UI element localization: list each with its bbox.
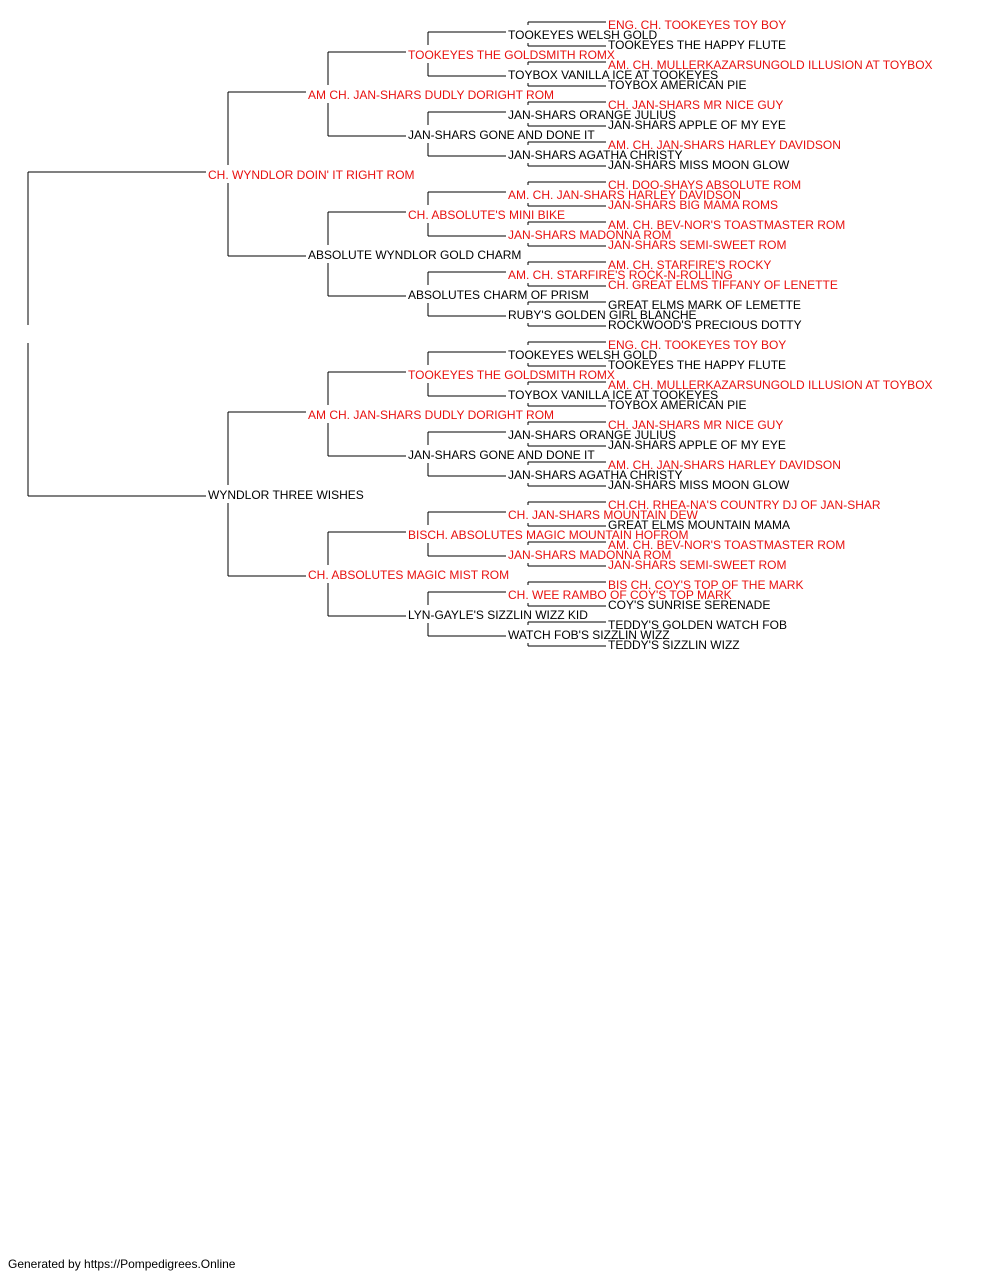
dam-gen5-name: JAN-SHARS APPLE OF MY EYE [608, 118, 786, 132]
dam-gen5-name: ROCKWOOD'S PRECIOUS DOTTY [608, 318, 802, 332]
dam-gen5-name: TEDDY'S SIZZLIN WIZZ [608, 638, 740, 652]
sire-gen5-name: ENG. CH. TOOKEYES TOY BOY [608, 18, 787, 32]
sire-gen3-name: TOOKEYES THE GOLDSMITH ROMX [408, 368, 615, 382]
dam-gen5-name: JAN-SHARS SEMI-SWEET ROM [608, 558, 787, 572]
dam-gen4-name: JAN-SHARS AGATHA CHRISTY [508, 148, 683, 162]
dam-gen4-name: WATCH FOB'S SIZZLIN WIZZ [508, 628, 670, 642]
dam-gen5-name: TOOKEYES THE HAPPY FLUTE [608, 38, 787, 52]
dam-gen2-name: CH. ABSOLUTES MAGIC MIST ROM [308, 568, 510, 582]
dam-gen5-name: COY'S SUNRISE SERENADE [608, 598, 771, 612]
dam-gen2-name: ABSOLUTE WYNDLOR GOLD CHARM [308, 248, 522, 262]
dam-gen5-name: TOYBOX AMERICAN PIE [608, 78, 747, 92]
sire-gen5-name: CH. JAN-SHARS MR NICE GUY [608, 98, 784, 112]
dam-gen4-name: JAN-SHARS MADONNA ROM [508, 228, 672, 242]
dam-gen5-name: GREAT ELMS MOUNTAIN MAMA [608, 518, 791, 532]
sire-gen4-name: TOOKEYES WELSH GOLD [508, 348, 658, 362]
dam-gen4-name: TOYBOX VANILLA ICE AT TOOKEYES [508, 388, 719, 402]
sire-gen5-name: AM. CH. BEV-NOR'S TOASTMASTER ROM [608, 218, 846, 232]
dam-gen4-name: JAN-SHARS AGATHA CHRISTY [508, 468, 683, 482]
sire-gen5-name: CH. DOO-SHAYS ABSOLUTE ROM [608, 178, 802, 192]
sire-gen5-name: TEDDY'S GOLDEN WATCH FOB [608, 618, 787, 632]
dam-gen5-name: JAN-SHARS SEMI-SWEET ROM [608, 238, 787, 252]
sire-gen5-name: AM. CH. JAN-SHARS HARLEY DAVIDSON [608, 138, 841, 152]
dam-gen4-name: TOYBOX VANILLA ICE AT TOOKEYES [508, 68, 719, 82]
sire-gen4-name: CH. JAN-SHARS MOUNTAIN DEW [508, 508, 698, 522]
dam-gen4-name: JAN-SHARS MADONNA ROM [508, 548, 672, 562]
sire-gen5-name: AM. CH. JAN-SHARS HARLEY DAVIDSON [608, 458, 841, 472]
sire-gen4-name: JAN-SHARS ORANGE JULIUS [508, 108, 677, 122]
sire-gen5-name: CH.CH. RHEA-NA'S COUNTRY DJ OF JAN-SHAR [608, 498, 881, 512]
dam-gen3-name: LYN-GAYLE'S SIZZLIN WIZZ KID [408, 608, 588, 622]
sire-gen5-name: BIS CH. COY'S TOP OF THE MARK [608, 578, 804, 592]
dam-gen4-name: RUBY'S GOLDEN GIRL BLANCHE [508, 308, 697, 322]
sire-gen3-name: BISCH. ABSOLUTES MAGIC MOUNTAIN HOFROM [408, 528, 689, 542]
sire-gen5-name: AM. CH. MULLERKAZARSUNGOLD ILLUSION AT T… [608, 58, 933, 72]
sire-gen4-name: TOOKEYES WELSH GOLD [508, 28, 658, 42]
dam-gen3-name: ABSOLUTES CHARM OF PRISM [408, 288, 589, 302]
sire-gen4-name: CH. WEE RAMBO OF COY'S TOP MARK [508, 588, 732, 602]
sire-gen3-name: CH. ABSOLUTE'S MINI BIKE [408, 208, 565, 222]
dam-gen5-name: CH. GREAT ELMS TIFFANY OF LENETTE [608, 278, 838, 292]
sire-gen2-name: AM CH. JAN-SHARS DUDLY DORIGHT ROM [308, 88, 555, 102]
sire-gen5-name: ENG. CH. TOOKEYES TOY BOY [608, 338, 787, 352]
sire-gen4-name: AM. CH. STARFIRE'S ROCK-N-ROLLING [508, 268, 733, 282]
dam-gen5-name: JAN-SHARS MISS MOON GLOW [608, 158, 790, 172]
dam-gen5-name: JAN-SHARS APPLE OF MY EYE [608, 438, 786, 452]
footer-credit: Generated by https://Pompedigrees.Online [8, 1257, 236, 1271]
dam-gen5-name: TOOKEYES THE HAPPY FLUTE [608, 358, 787, 372]
sire-gen4-name: AM. CH. JAN-SHARS HARLEY DAVIDSON [508, 188, 741, 202]
dam-gen3-name: JAN-SHARS GONE AND DONE IT [408, 448, 595, 462]
sire-gen5-name: GREAT ELMS MARK OF LEMETTE [608, 298, 801, 312]
dam-gen5-name: JAN-SHARS BIG MAMA ROMS [608, 198, 779, 212]
dam-gen5-name: TOYBOX AMERICAN PIE [608, 398, 747, 412]
dam-gen3-name: JAN-SHARS GONE AND DONE IT [408, 128, 595, 142]
sire-gen5-name: AM. CH. MULLERKAZARSUNGOLD ILLUSION AT T… [608, 378, 933, 392]
sire-gen4-name: JAN-SHARS ORANGE JULIUS [508, 428, 677, 442]
dam-gen5-name: JAN-SHARS MISS MOON GLOW [608, 478, 790, 492]
sire-gen5-name: AM. CH. BEV-NOR'S TOASTMASTER ROM [608, 538, 846, 552]
sire-gen2-name: AM CH. JAN-SHARS DUDLY DORIGHT ROM [308, 408, 555, 422]
sire-gen5-name: AM. CH. STARFIRE'S ROCKY [608, 258, 772, 272]
sire-gen3-name: TOOKEYES THE GOLDSMITH ROMX [408, 48, 615, 62]
sire-gen5-name: CH. JAN-SHARS MR NICE GUY [608, 418, 784, 432]
dam-gen1-name: WYNDLOR THREE WISHES [208, 488, 364, 502]
sire-gen1-name: CH. WYNDLOR DOIN' IT RIGHT ROM [208, 168, 415, 182]
